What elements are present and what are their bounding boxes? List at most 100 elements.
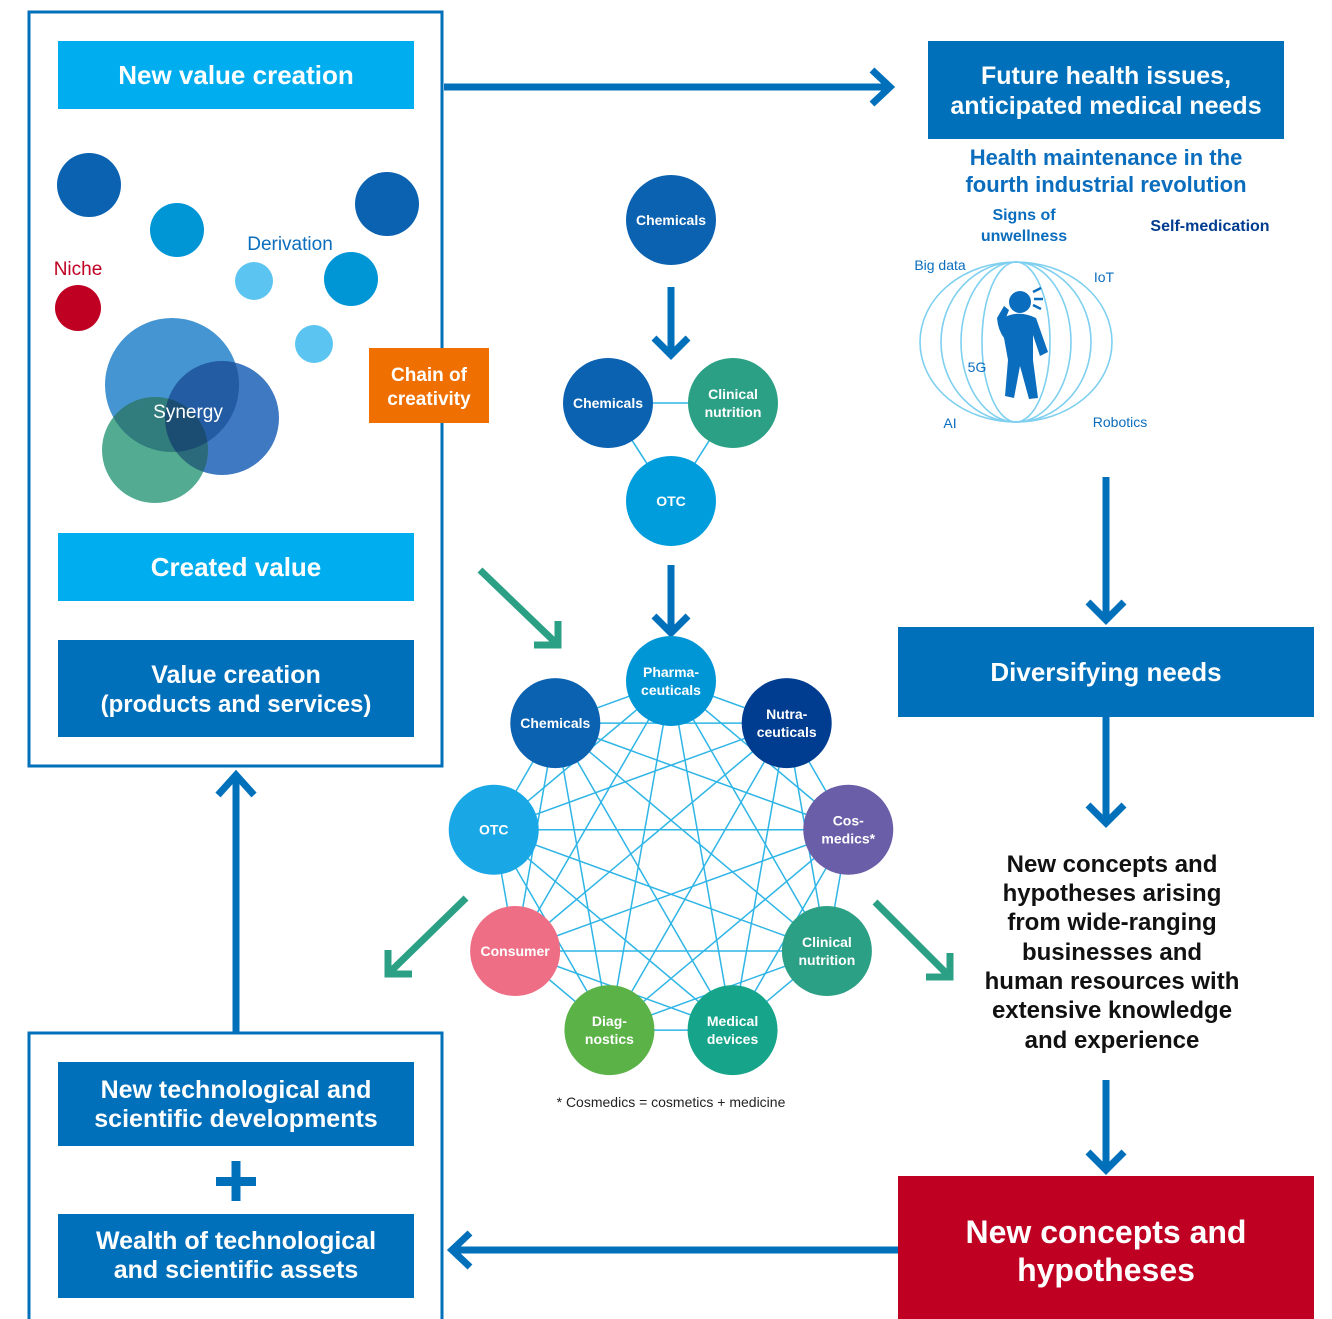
- network-node: [687, 985, 778, 1076]
- derivation-label: Derivation: [247, 234, 333, 255]
- bubble: [150, 203, 204, 257]
- 5g-label: 5G: [968, 359, 987, 375]
- idea-bubbles: [55, 153, 419, 363]
- network-link: [514, 722, 788, 952]
- network-link: [514, 680, 672, 952]
- health-maintenance-line1: Health maintenance in the: [970, 145, 1243, 170]
- arrow-right-icon: [444, 67, 896, 107]
- new-tech-box: [58, 1062, 414, 1146]
- value-creation-line1: Value creation: [151, 661, 321, 689]
- future-health-box: [928, 41, 1284, 139]
- network-node-label: nostics: [585, 1031, 634, 1047]
- network-link: [608, 722, 788, 1031]
- unwell-person-icon: [997, 286, 1048, 399]
- plus-icon: [216, 1161, 256, 1201]
- network-link: [670, 680, 734, 1031]
- network-node-label: Cos-: [833, 813, 864, 829]
- bubble: [295, 325, 333, 363]
- self-medication-label: Self-medication: [1150, 218, 1269, 235]
- arrow-diagonal-icon: [384, 895, 469, 978]
- network-node-label: Clinical: [802, 934, 852, 950]
- value-creation-line2: (products and services): [101, 691, 372, 718]
- future-health-line1: Future health issues,: [981, 62, 1231, 90]
- arrow-up-icon: [215, 769, 257, 1033]
- triangle-otc-node: [626, 456, 716, 546]
- signs-unwellness-line1: Signs of: [992, 207, 1056, 224]
- created-value-box: [58, 533, 414, 601]
- triangle-clinical-node: [688, 358, 778, 448]
- new-concepts-text-line: extensive knowledge: [992, 997, 1232, 1024]
- network-node: [803, 784, 894, 875]
- new-concepts-text-line: and experience: [1025, 1027, 1200, 1054]
- network-link: [554, 722, 734, 1031]
- new-concepts-box-line2: hypotheses: [1017, 1252, 1195, 1288]
- bubble: [57, 153, 121, 217]
- health-maintenance-line2: fourth industrial revolution: [965, 172, 1246, 197]
- triangle-clinical-label1: Clinical: [708, 386, 758, 402]
- arrow-down-icon: [651, 287, 691, 360]
- diversifying-needs-box: [898, 627, 1314, 717]
- new-concepts-text-line: New concepts and: [1007, 851, 1218, 878]
- arrow-diagonal-icon: [872, 899, 954, 981]
- bubble: [355, 172, 419, 236]
- arrow-down-icon: [1085, 1080, 1127, 1175]
- new-concepts-text-line: hypotheses arising: [1003, 880, 1222, 907]
- robotics-label: Robotics: [1093, 414, 1147, 430]
- new-concepts-box-line1: New concepts and: [966, 1214, 1247, 1250]
- new-value-creation-label: New value creation: [118, 60, 354, 90]
- network-node-label: Chemicals: [520, 715, 590, 731]
- wealth-line2: and scientific assets: [114, 1256, 359, 1284]
- wealth-box: [58, 1214, 414, 1298]
- network-link: [554, 722, 828, 952]
- top-chemicals-label: Chemicals: [636, 212, 706, 228]
- network-node-label: OTC: [479, 822, 509, 838]
- synergy-overlap: [165, 397, 208, 475]
- new-concepts-text-line: businesses and: [1022, 939, 1202, 966]
- triangle-clinical-label2: nutrition: [705, 404, 762, 420]
- network-nodes: Pharma-ceuticalsNutra-ceuticalsCos-medic…: [448, 636, 894, 1076]
- network-node-label: medics*: [821, 831, 875, 847]
- network-link: [608, 829, 849, 1031]
- network-link: [670, 680, 828, 952]
- network-link: [514, 829, 849, 952]
- bubble: [235, 262, 273, 300]
- chain-of-creativity-line1: Chain of: [391, 365, 468, 386]
- network-node-label: Consumer: [480, 943, 550, 959]
- footnote: * Cosmedics = cosmetics + medicine: [557, 1094, 786, 1110]
- wealth-line1: Wealth of technological: [96, 1227, 376, 1255]
- network-link: [731, 722, 788, 1031]
- network-node-label: Diag-: [592, 1013, 627, 1029]
- bubble: [324, 252, 378, 306]
- triangle-chemicals-label: Chemicals: [573, 395, 643, 411]
- new-concepts-text-line: human resources with: [985, 968, 1240, 995]
- network-link: [493, 829, 734, 1031]
- network-node: [448, 784, 539, 875]
- network-node-label: Nutra-: [766, 706, 808, 722]
- network-link: [608, 680, 672, 1031]
- tech-sphere: [919, 261, 1113, 423]
- network-node-label: ceuticals: [641, 682, 701, 698]
- arrow-down-icon: [1085, 477, 1127, 625]
- network-node: [626, 636, 716, 726]
- signs-unwellness-line2: unwellness: [981, 228, 1067, 245]
- diversifying-needs-label: Diversifying needs: [990, 657, 1221, 687]
- niche-label: Niche: [54, 259, 103, 280]
- big-data-label: Big data: [914, 257, 966, 273]
- future-health-line2: anticipated medical needs: [950, 92, 1261, 120]
- triangle-chemicals-node: [563, 358, 653, 448]
- network-node-label: Medical: [707, 1013, 758, 1029]
- niche-bubble: [55, 285, 101, 331]
- network-link: [493, 722, 787, 831]
- triangle-otc-label: OTC: [656, 493, 686, 509]
- network-node-label: nutrition: [799, 952, 856, 968]
- new-tech-line1: New technological and: [101, 1076, 372, 1104]
- network-link: [555, 722, 849, 831]
- arrow-diagonal-icon: [477, 567, 562, 649]
- network-node: [564, 985, 655, 1076]
- value-creation-box: [58, 640, 414, 737]
- new-value-creation-box: [58, 41, 414, 109]
- network-node: [510, 678, 601, 769]
- iot-label: IoT: [1094, 269, 1115, 285]
- ai-label: AI: [943, 415, 956, 431]
